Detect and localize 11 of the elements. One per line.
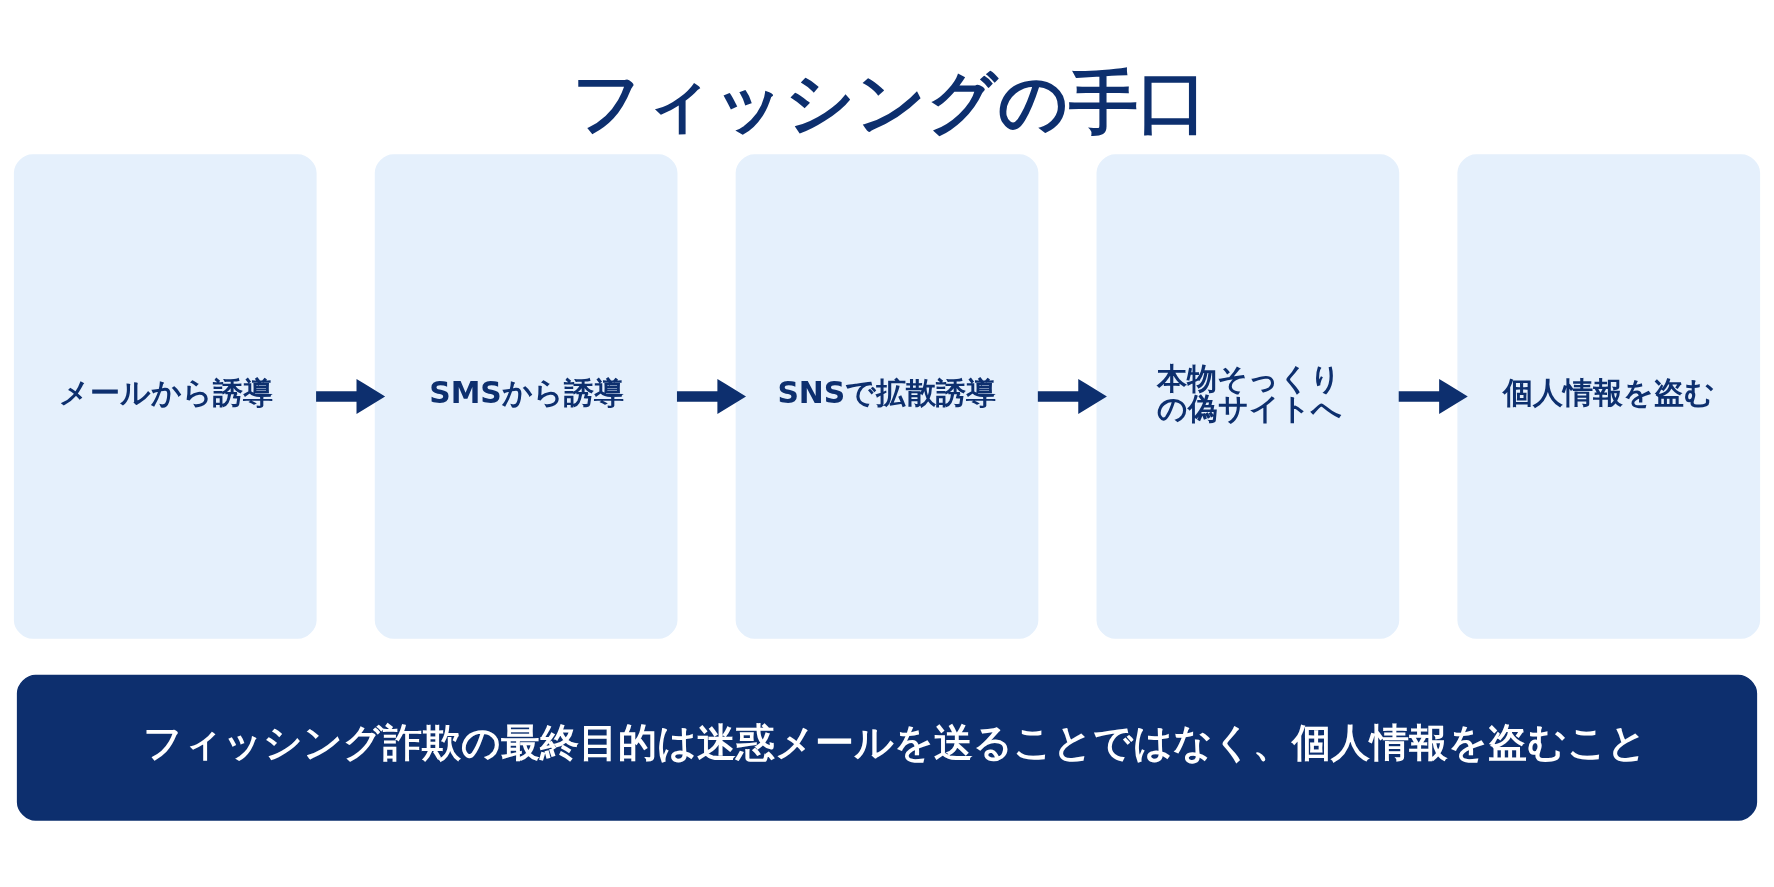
arrow [676, 379, 747, 415]
arrow [1398, 379, 1468, 415]
node-box: 個人情報を盗む [1457, 154, 1761, 639]
node-box: SMSから誘導 [374, 154, 678, 639]
diagram-title: フィッシングの手口 [571, 62, 1207, 143]
node-box: 本物そっくりの偽サイトへ [1096, 154, 1400, 639]
node-box: SNSで拡散誘導 [735, 154, 1039, 639]
arrow [1037, 379, 1107, 415]
node-box: メールから誘導 [13, 154, 317, 639]
node-box: フィッシング詐欺の最終目的は迷惑メールを送ることではなく、個人情報を盗むこと [16, 674, 1758, 821]
arrow [316, 379, 386, 415]
